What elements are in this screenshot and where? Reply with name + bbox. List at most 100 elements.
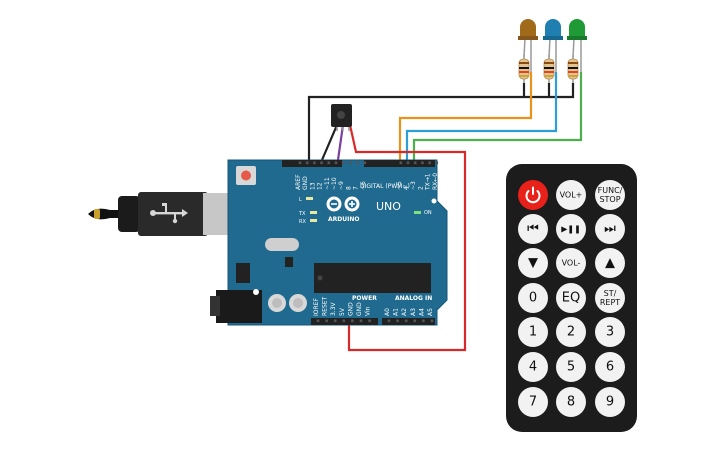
remote-button-label: 3	[606, 325, 614, 340]
header-pin[interactable]	[413, 319, 417, 323]
remote-button-eight[interactable]: 8	[556, 387, 586, 417]
pin-label: Vin	[365, 306, 372, 316]
power-wire[interactable]	[347, 124, 467, 352]
header-pin[interactable]	[351, 319, 354, 323]
remote-button-label: ▶❚❚	[561, 225, 581, 234]
crystal-oscillator	[265, 238, 299, 251]
header-pin[interactable]	[325, 319, 328, 323]
remote-button-func-stop[interactable]: FUNC/STOP	[595, 180, 625, 210]
usb-icon	[150, 203, 188, 224]
rx-label: RX	[299, 219, 306, 225]
remote-button-vol-up[interactable]: VOL+	[556, 180, 586, 210]
remote-button-zero[interactable]: 0	[518, 283, 548, 313]
resistor-3[interactable]	[567, 55, 579, 83]
remote-button-label: 2	[567, 325, 575, 340]
remote-button-label: ⏮	[527, 222, 539, 237]
resistor-1[interactable]	[518, 55, 530, 83]
header-pin[interactable]	[333, 319, 337, 323]
pin-label: ~9	[338, 181, 345, 190]
remote-button-five[interactable]: 5	[556, 352, 586, 382]
header-pin[interactable]	[305, 161, 309, 165]
remote-button-label: VOL+	[560, 191, 583, 200]
remote-button-four[interactable]: 4	[518, 352, 548, 382]
header-pin[interactable]	[316, 319, 320, 323]
power-jack[interactable]	[210, 290, 262, 323]
ir-receiver[interactable]	[331, 104, 352, 131]
remote-button-eq[interactable]: EQ	[556, 283, 586, 313]
remote-button-st-rept[interactable]: ST/REPT	[595, 283, 625, 313]
remote-button-three[interactable]: 3	[595, 317, 625, 347]
header-pin[interactable]	[327, 161, 331, 165]
remote-button-play-pause[interactable]: ▶❚❚	[556, 214, 586, 244]
remote-button-up[interactable]: ▲	[595, 248, 625, 278]
led-orange[interactable]	[518, 19, 538, 72]
remote-button-label: 7	[529, 395, 537, 410]
arduino-uno-board[interactable]: DIGITAL (PWM~) POWER ANALOG IN ARDUINO U…	[210, 159, 448, 326]
on-led	[414, 211, 421, 214]
header-pin[interactable]	[421, 161, 424, 165]
header-pin[interactable]	[363, 161, 367, 165]
remote-button-label: REPT	[600, 298, 620, 307]
remote-button-prev[interactable]: ⏮	[518, 214, 548, 244]
ir-gnd-wire[interactable]	[320, 124, 339, 161]
header-pin[interactable]	[368, 319, 371, 323]
header-pin[interactable]	[435, 161, 439, 165]
smd-component	[285, 257, 293, 267]
header-pin[interactable]	[413, 161, 417, 165]
remote-button-one[interactable]: 1	[518, 317, 548, 347]
remote-button-seven[interactable]: 7	[518, 387, 548, 417]
header-pin[interactable]	[349, 161, 352, 165]
pin-label: 8	[345, 186, 352, 190]
reset-button[interactable]	[236, 166, 256, 185]
l-label: L	[299, 197, 302, 203]
blue-signal-wire[interactable]	[405, 72, 558, 163]
remote-button-label: ⏭	[604, 222, 616, 237]
pin-label: 3.3V	[330, 301, 337, 316]
header-pin[interactable]	[430, 319, 434, 323]
pin-label: ~6	[360, 181, 367, 190]
header-pin[interactable]	[298, 161, 302, 165]
tx-led	[310, 211, 317, 214]
header-pin[interactable]	[359, 319, 363, 323]
analog-header-label: ANALOG IN	[395, 295, 432, 302]
header-pin[interactable]	[406, 161, 410, 165]
remote-button-vol-down[interactable]: VOL-	[556, 248, 586, 278]
capacitors	[268, 294, 307, 312]
ir-signal-wire[interactable]	[336, 124, 345, 161]
led-green[interactable]	[567, 19, 587, 72]
pin-label: A2	[401, 308, 408, 316]
led-blue[interactable]	[543, 19, 563, 72]
resistor-2[interactable]	[543, 55, 555, 83]
header-pin[interactable]	[396, 319, 399, 323]
remote-button-next[interactable]: ⏭	[595, 214, 625, 244]
pin-label: A5	[427, 308, 434, 316]
pin-label: GND	[302, 176, 309, 190]
pin-label: GND	[356, 302, 363, 316]
header-pin[interactable]	[428, 161, 431, 165]
analog-header	[382, 318, 435, 325]
remote-button-label: VOL-	[562, 259, 581, 268]
header-pin[interactable]	[320, 161, 323, 165]
header-pin[interactable]	[387, 319, 391, 323]
remote-button-nine[interactable]: 9	[595, 387, 625, 417]
header-pin[interactable]	[313, 161, 316, 165]
remote-button-label: 6	[606, 360, 614, 375]
remote-button-six[interactable]: 6	[595, 352, 625, 382]
header-pin[interactable]	[334, 161, 338, 165]
remote-button-power[interactable]	[518, 180, 548, 210]
header-pin[interactable]	[422, 319, 425, 323]
header-pin[interactable]	[399, 161, 403, 165]
remote-button-label: 9	[606, 395, 614, 410]
remote-button-label: STOP	[599, 195, 620, 204]
remote-button-down[interactable]: ▼	[518, 248, 548, 278]
header-pin[interactable]	[404, 319, 408, 323]
remote-button-two[interactable]: 2	[556, 317, 586, 347]
orange-signal-wire[interactable]	[398, 72, 533, 163]
voltage-regulator	[236, 263, 250, 283]
header-pin[interactable]	[356, 161, 359, 165]
header-pin[interactable]	[341, 161, 345, 165]
pin-label: A3	[410, 308, 417, 316]
power-icon	[525, 186, 541, 204]
header-pin[interactable]	[342, 319, 346, 323]
